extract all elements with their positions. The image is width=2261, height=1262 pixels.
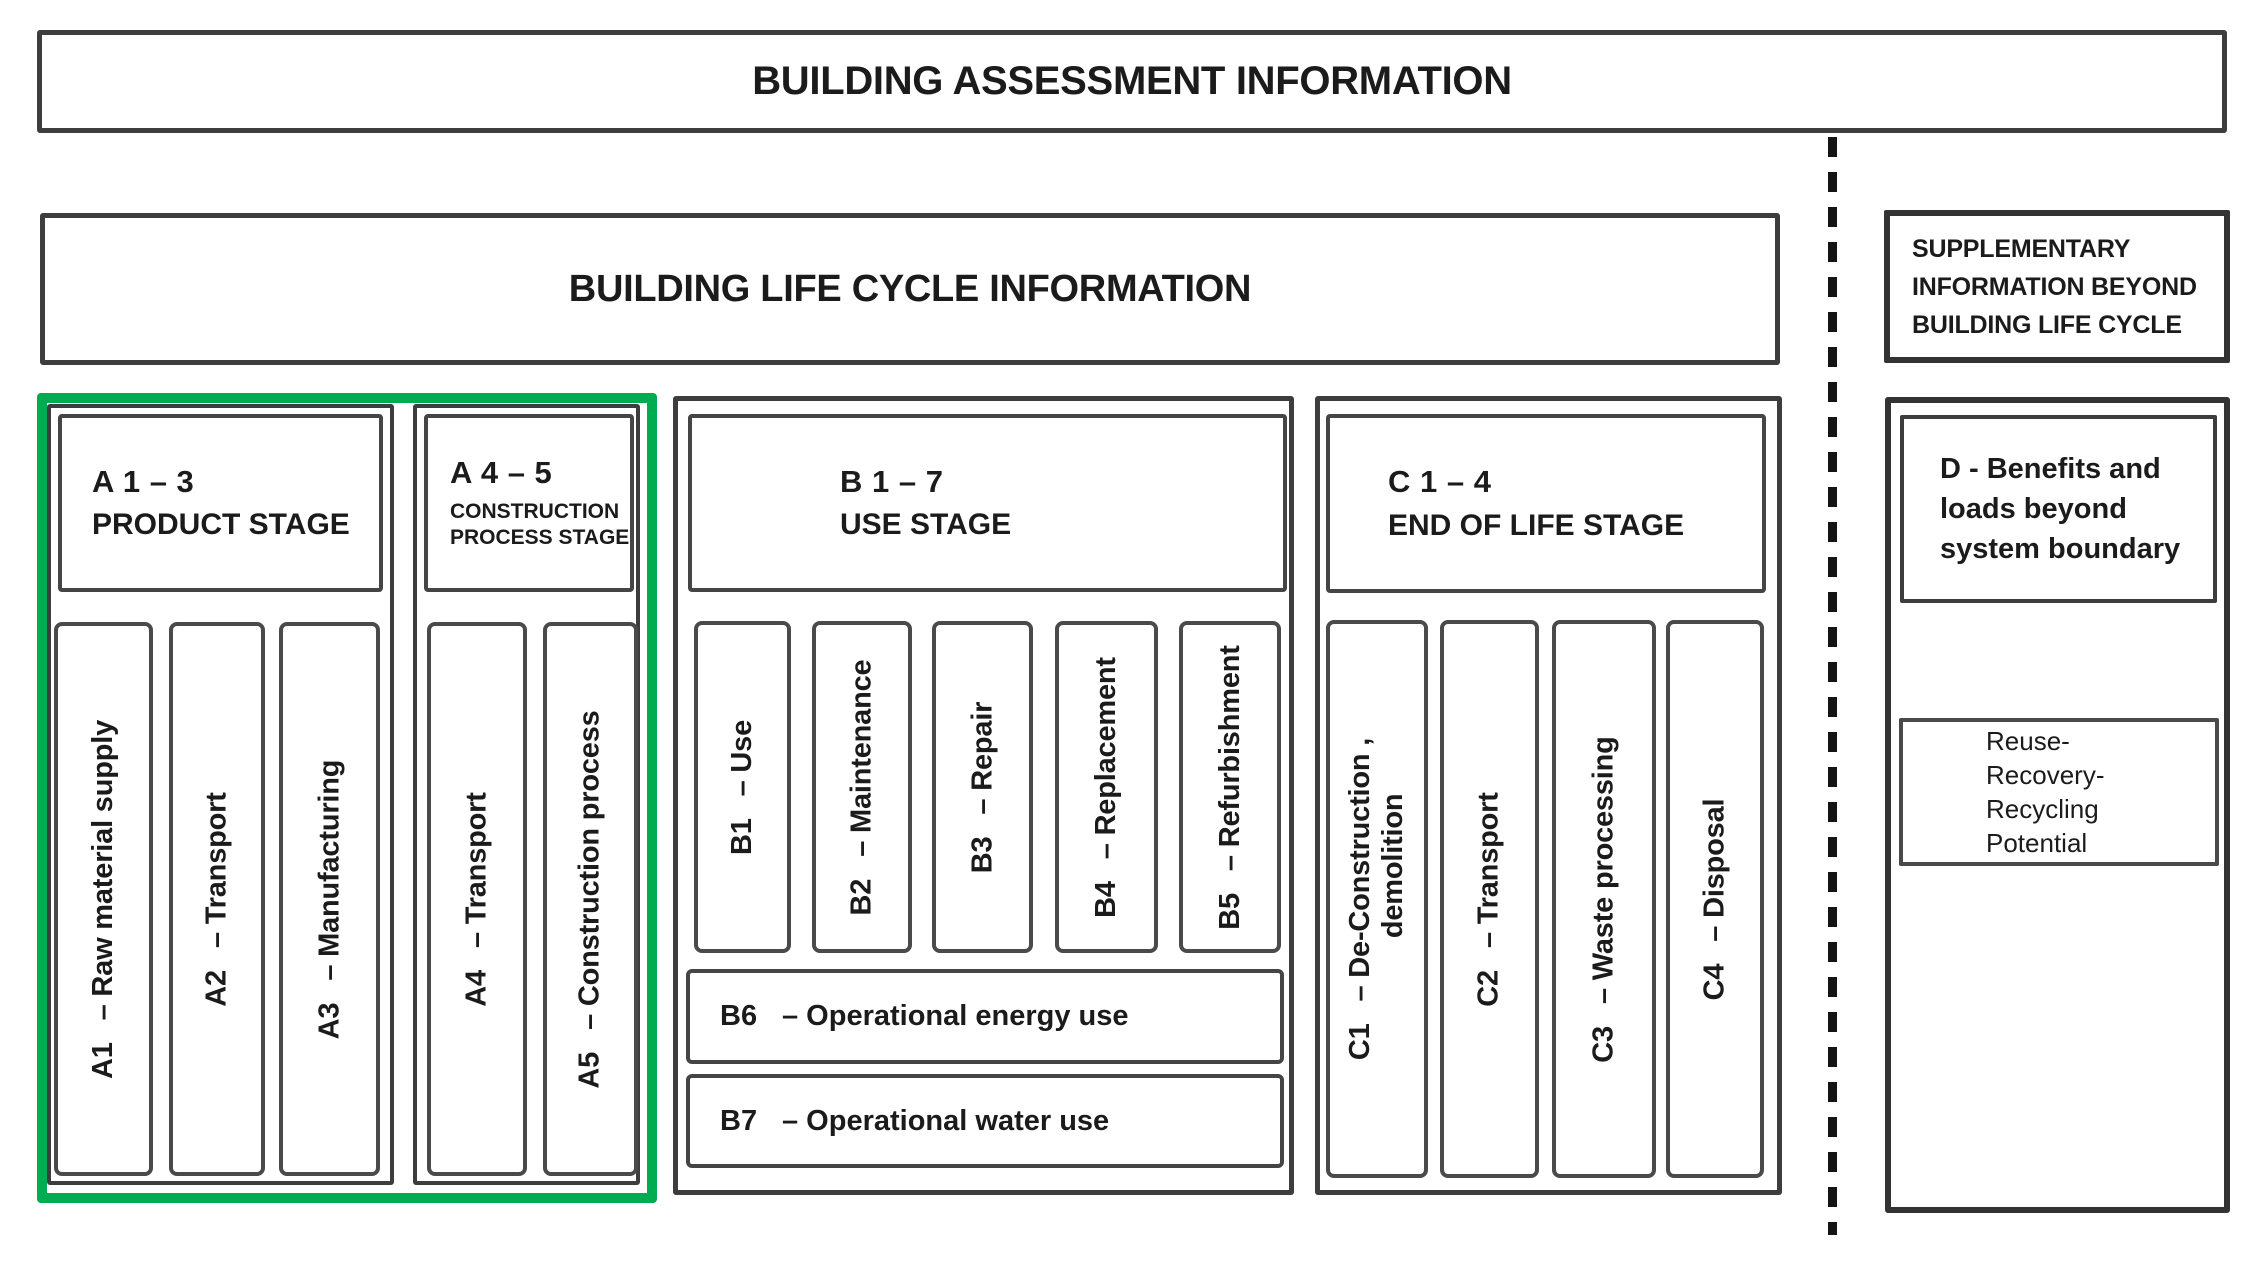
substage-a1-code: A1	[87, 1041, 119, 1079]
substage-b7: B7 – Operational water use	[686, 1074, 1284, 1168]
supplementary-line: BUILDING LIFE CYCLE	[1912, 310, 2182, 339]
substage-b5: B5 – Refurbishment	[1179, 621, 1281, 953]
substage-b7-label: – Operational water use	[782, 1104, 1110, 1137]
substage-b1-code: B1	[726, 817, 758, 855]
substage-b4-label: – Replacement	[1090, 656, 1122, 859]
substage-c1-code: C1	[1344, 1023, 1376, 1061]
substage-a5: A5 – Construction process	[543, 622, 638, 1176]
stage-d-header-line: system boundary	[1940, 533, 2181, 565]
substage-a2: A2 – Transport	[169, 622, 265, 1176]
stage-a45-name: CONSTRUCTION PROCESS STAGE	[450, 499, 630, 549]
reuse-recovery-recycling-box: Reuse- Recovery- Recycling Potential	[1899, 718, 2219, 866]
stage-a13-name: PRODUCT STAGE	[92, 508, 350, 542]
substage-b2-label: – Maintenance	[845, 659, 878, 857]
stage-a13-header: A 1 – 3 PRODUCT STAGE	[58, 414, 383, 592]
substage-b4: B4 – Replacement	[1055, 621, 1158, 953]
substage-b2-code: B2	[845, 878, 878, 915]
substage-c3-label: – Waste processing	[1587, 735, 1620, 1004]
substage-b4-code: B4	[1090, 880, 1122, 918]
reuse-line: Recovery-	[1986, 760, 2105, 790]
substage-a2-code: A2	[200, 969, 233, 1007]
substage-b3: B3 – Repair	[932, 621, 1033, 953]
stage-b17-name: USE STAGE	[840, 508, 1012, 542]
supplementary-line: INFORMATION BEYOND	[1912, 272, 2197, 301]
substage-b1: B1 – Use	[694, 621, 791, 953]
substage-c2-code: C2	[1473, 969, 1505, 1007]
substage-b1-label: – Use	[726, 719, 758, 796]
substage-b2: B2 – Maintenance	[812, 621, 912, 953]
substage-a5-label: – Construction process	[574, 709, 607, 1030]
substage-c4-label: – Disposal	[1698, 798, 1731, 942]
substage-c1: C1 – De-Construction , demolition	[1326, 620, 1428, 1178]
substage-b5-label: – Refurbishment	[1213, 644, 1246, 871]
assessment-banner: BUILDING ASSESSMENT INFORMATION	[37, 30, 2227, 133]
lifecycle-banner-label: BUILDING LIFE CYCLE INFORMATION	[568, 267, 1252, 310]
stage-c14-header: C 1 – 4 END OF LIFE STAGE	[1326, 414, 1766, 593]
substage-b6-code: B6	[720, 1000, 758, 1032]
substage-a3-code: A3	[313, 1002, 346, 1039]
reuse-line: Reuse-	[1986, 726, 2070, 756]
substage-b6-label: – Operational energy use	[782, 1000, 1129, 1032]
substage-c1-label2: demolition	[1377, 793, 1409, 939]
substage-b6: B6 – Operational energy use	[686, 969, 1284, 1064]
substage-c1-label: – De-Construction ,	[1344, 737, 1376, 1002]
stage-d-header: D - Benefits and loads beyond system bou…	[1900, 415, 2217, 603]
system-boundary-dashed-line	[1828, 137, 1837, 1235]
substage-c3: C3 – Waste processing	[1552, 620, 1656, 1178]
substage-b3-code: B3	[966, 836, 999, 873]
stage-a45-header: A 4 – 5 CONSTRUCTION PROCESS STAGE	[424, 414, 634, 592]
stage-d-header-line: loads beyond	[1940, 493, 2127, 525]
stage-a45-code: A 4 – 5	[450, 455, 553, 491]
stage-d-header-line: D - Benefits and	[1940, 453, 2161, 485]
supplementary-line: SUPPLEMENTARY	[1912, 234, 2131, 263]
substage-a4-code: A4	[460, 969, 493, 1007]
reuse-line: Potential	[1986, 828, 2088, 858]
substage-a5-code: A5	[574, 1051, 607, 1089]
product-construction-highlight-box	[37, 393, 657, 1203]
substage-a3: A3 – Manufacturing	[279, 622, 380, 1176]
substage-a1-label: – Raw material supply	[87, 719, 119, 1020]
stage-c14-name: END OF LIFE STAGE	[1388, 508, 1685, 542]
substage-a4: A4 – Transport	[427, 622, 527, 1176]
substage-c4: C4 – Disposal	[1666, 620, 1764, 1178]
substage-a4-label: – Transport	[460, 791, 493, 948]
stage-b17-code: B 1 – 7	[840, 463, 944, 499]
lifecycle-banner: BUILDING LIFE CYCLE INFORMATION	[40, 213, 1780, 365]
substage-a1: A1 – Raw material supply	[54, 622, 153, 1176]
substage-b3-label: – Repair	[966, 701, 999, 815]
reuse-line: Recycling	[1986, 794, 2099, 824]
substage-a2-label: – Transport	[200, 791, 233, 948]
substage-b5-code: B5	[1213, 892, 1246, 930]
substage-c3-code: C3	[1587, 1025, 1620, 1063]
stage-c14-code: C 1 – 4	[1388, 464, 1492, 500]
substage-c4-code: C4	[1698, 963, 1731, 1000]
supplementary-note: SUPPLEMENTARY INFORMATION BEYOND BUILDIN…	[1884, 210, 2230, 363]
substage-c2-label: – Transport	[1473, 791, 1505, 948]
stage-b17-header: B 1 – 7 USE STAGE	[688, 414, 1287, 592]
substage-a3-label: – Manufacturing	[313, 759, 346, 981]
assessment-banner-label: BUILDING ASSESSMENT INFORMATION	[752, 59, 1512, 103]
stage-a13-code: A 1 – 3	[92, 463, 195, 499]
substage-c2: C2 – Transport	[1440, 620, 1539, 1178]
substage-b7-code: B7	[720, 1104, 758, 1137]
